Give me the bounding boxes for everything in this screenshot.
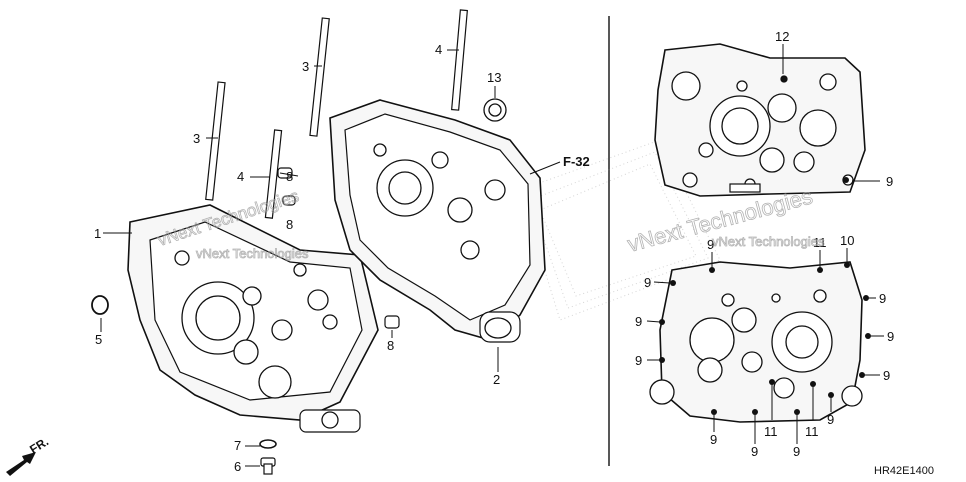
left-crankcase <box>127 204 379 433</box>
callout-9-top: 9 <box>886 174 893 189</box>
section-reference: F-32 <box>563 154 590 169</box>
oil-seal <box>483 98 507 122</box>
callout-3b: 3 <box>302 59 309 74</box>
callout-9-b4: 9 <box>827 412 834 427</box>
leader-lines-right <box>646 44 884 444</box>
callout-12: 12 <box>775 29 789 44</box>
front-label: FR. <box>27 434 51 456</box>
callout-5: 5 <box>95 332 102 347</box>
callout-9-b3: 9 <box>793 444 800 459</box>
case-face-top <box>654 43 866 197</box>
leader-lines <box>100 49 561 467</box>
drain-bolt <box>260 457 276 475</box>
callout-4a: 4 <box>237 169 244 184</box>
callout-9-r2: 9 <box>887 329 894 344</box>
callout-9-l1: 9 <box>635 314 642 329</box>
case-face-bottom <box>649 261 863 423</box>
o-ring <box>91 295 109 315</box>
callout-9-r3: 9 <box>883 368 890 383</box>
callout-1: 1 <box>94 226 101 241</box>
callout-4b: 4 <box>435 42 442 57</box>
callout-13: 13 <box>487 70 501 85</box>
callout-9-upper: 9 <box>707 237 714 252</box>
watermark-2: vNext Technologies <box>196 246 309 261</box>
callout-9-l0: 9 <box>644 275 651 290</box>
front-arrow-icon: FR. <box>6 434 51 476</box>
callout-11-b1: 11 <box>764 424 778 439</box>
callout-11-top: 11 <box>813 235 827 250</box>
callout-9-r1: 9 <box>879 291 886 306</box>
watermark-4: vNext Technologies <box>712 234 825 249</box>
dowel-pins <box>277 167 400 329</box>
callout-8b: 8 <box>286 217 293 232</box>
callout-9-l2: 9 <box>635 353 642 368</box>
callout-7: 7 <box>234 438 241 453</box>
callout-9-b1: 9 <box>710 432 717 447</box>
hatch-region <box>519 139 721 321</box>
callout-3a: 3 <box>193 131 200 146</box>
right-crankcase <box>329 99 546 343</box>
stud-bolts <box>205 9 468 219</box>
callout-labels: 1 5 3 3 4 4 8 8 8 13 2 7 6 12 9 9 11 10 … <box>94 29 894 474</box>
callout-11-b2: 11 <box>805 424 819 439</box>
sealing-washer <box>259 439 277 449</box>
callout-10-top: 10 <box>840 233 854 248</box>
callout-2: 2 <box>493 372 500 387</box>
callout-8c: 8 <box>387 338 394 353</box>
drawing-code: HR42E1400 <box>874 465 934 477</box>
bolt-holes <box>659 76 871 415</box>
callout-8a: 8 <box>286 169 293 184</box>
callout-6: 6 <box>234 459 241 474</box>
callout-9-b2: 9 <box>751 444 758 459</box>
